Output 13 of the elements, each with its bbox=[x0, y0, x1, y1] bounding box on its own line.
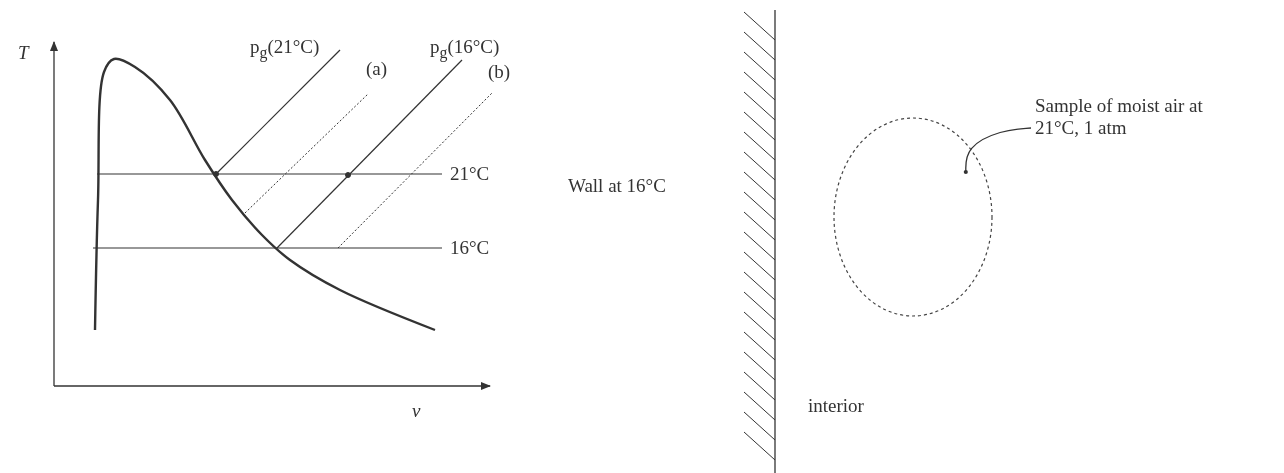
dashed-ellipse bbox=[833, 117, 993, 317]
annotation-text: Wall at 16°C bbox=[568, 175, 666, 197]
line-label: (b) bbox=[488, 61, 511, 83]
line-label: p$_{g}$(21°C) bbox=[250, 36, 320, 64]
line-label: 16°C bbox=[450, 237, 490, 259]
line-label: (a) bbox=[366, 58, 388, 80]
annotation-text: interior bbox=[808, 395, 864, 417]
leader-line bbox=[963, 127, 1032, 175]
axis-label: T bbox=[18, 42, 29, 64]
callout-text: Sample of moist air at 21°C, 1 atm bbox=[1035, 95, 1207, 139]
line-label: p$_{g}$(16°C) bbox=[430, 36, 500, 64]
axis-label: v bbox=[412, 400, 421, 422]
line-label: 21°C bbox=[450, 163, 490, 185]
